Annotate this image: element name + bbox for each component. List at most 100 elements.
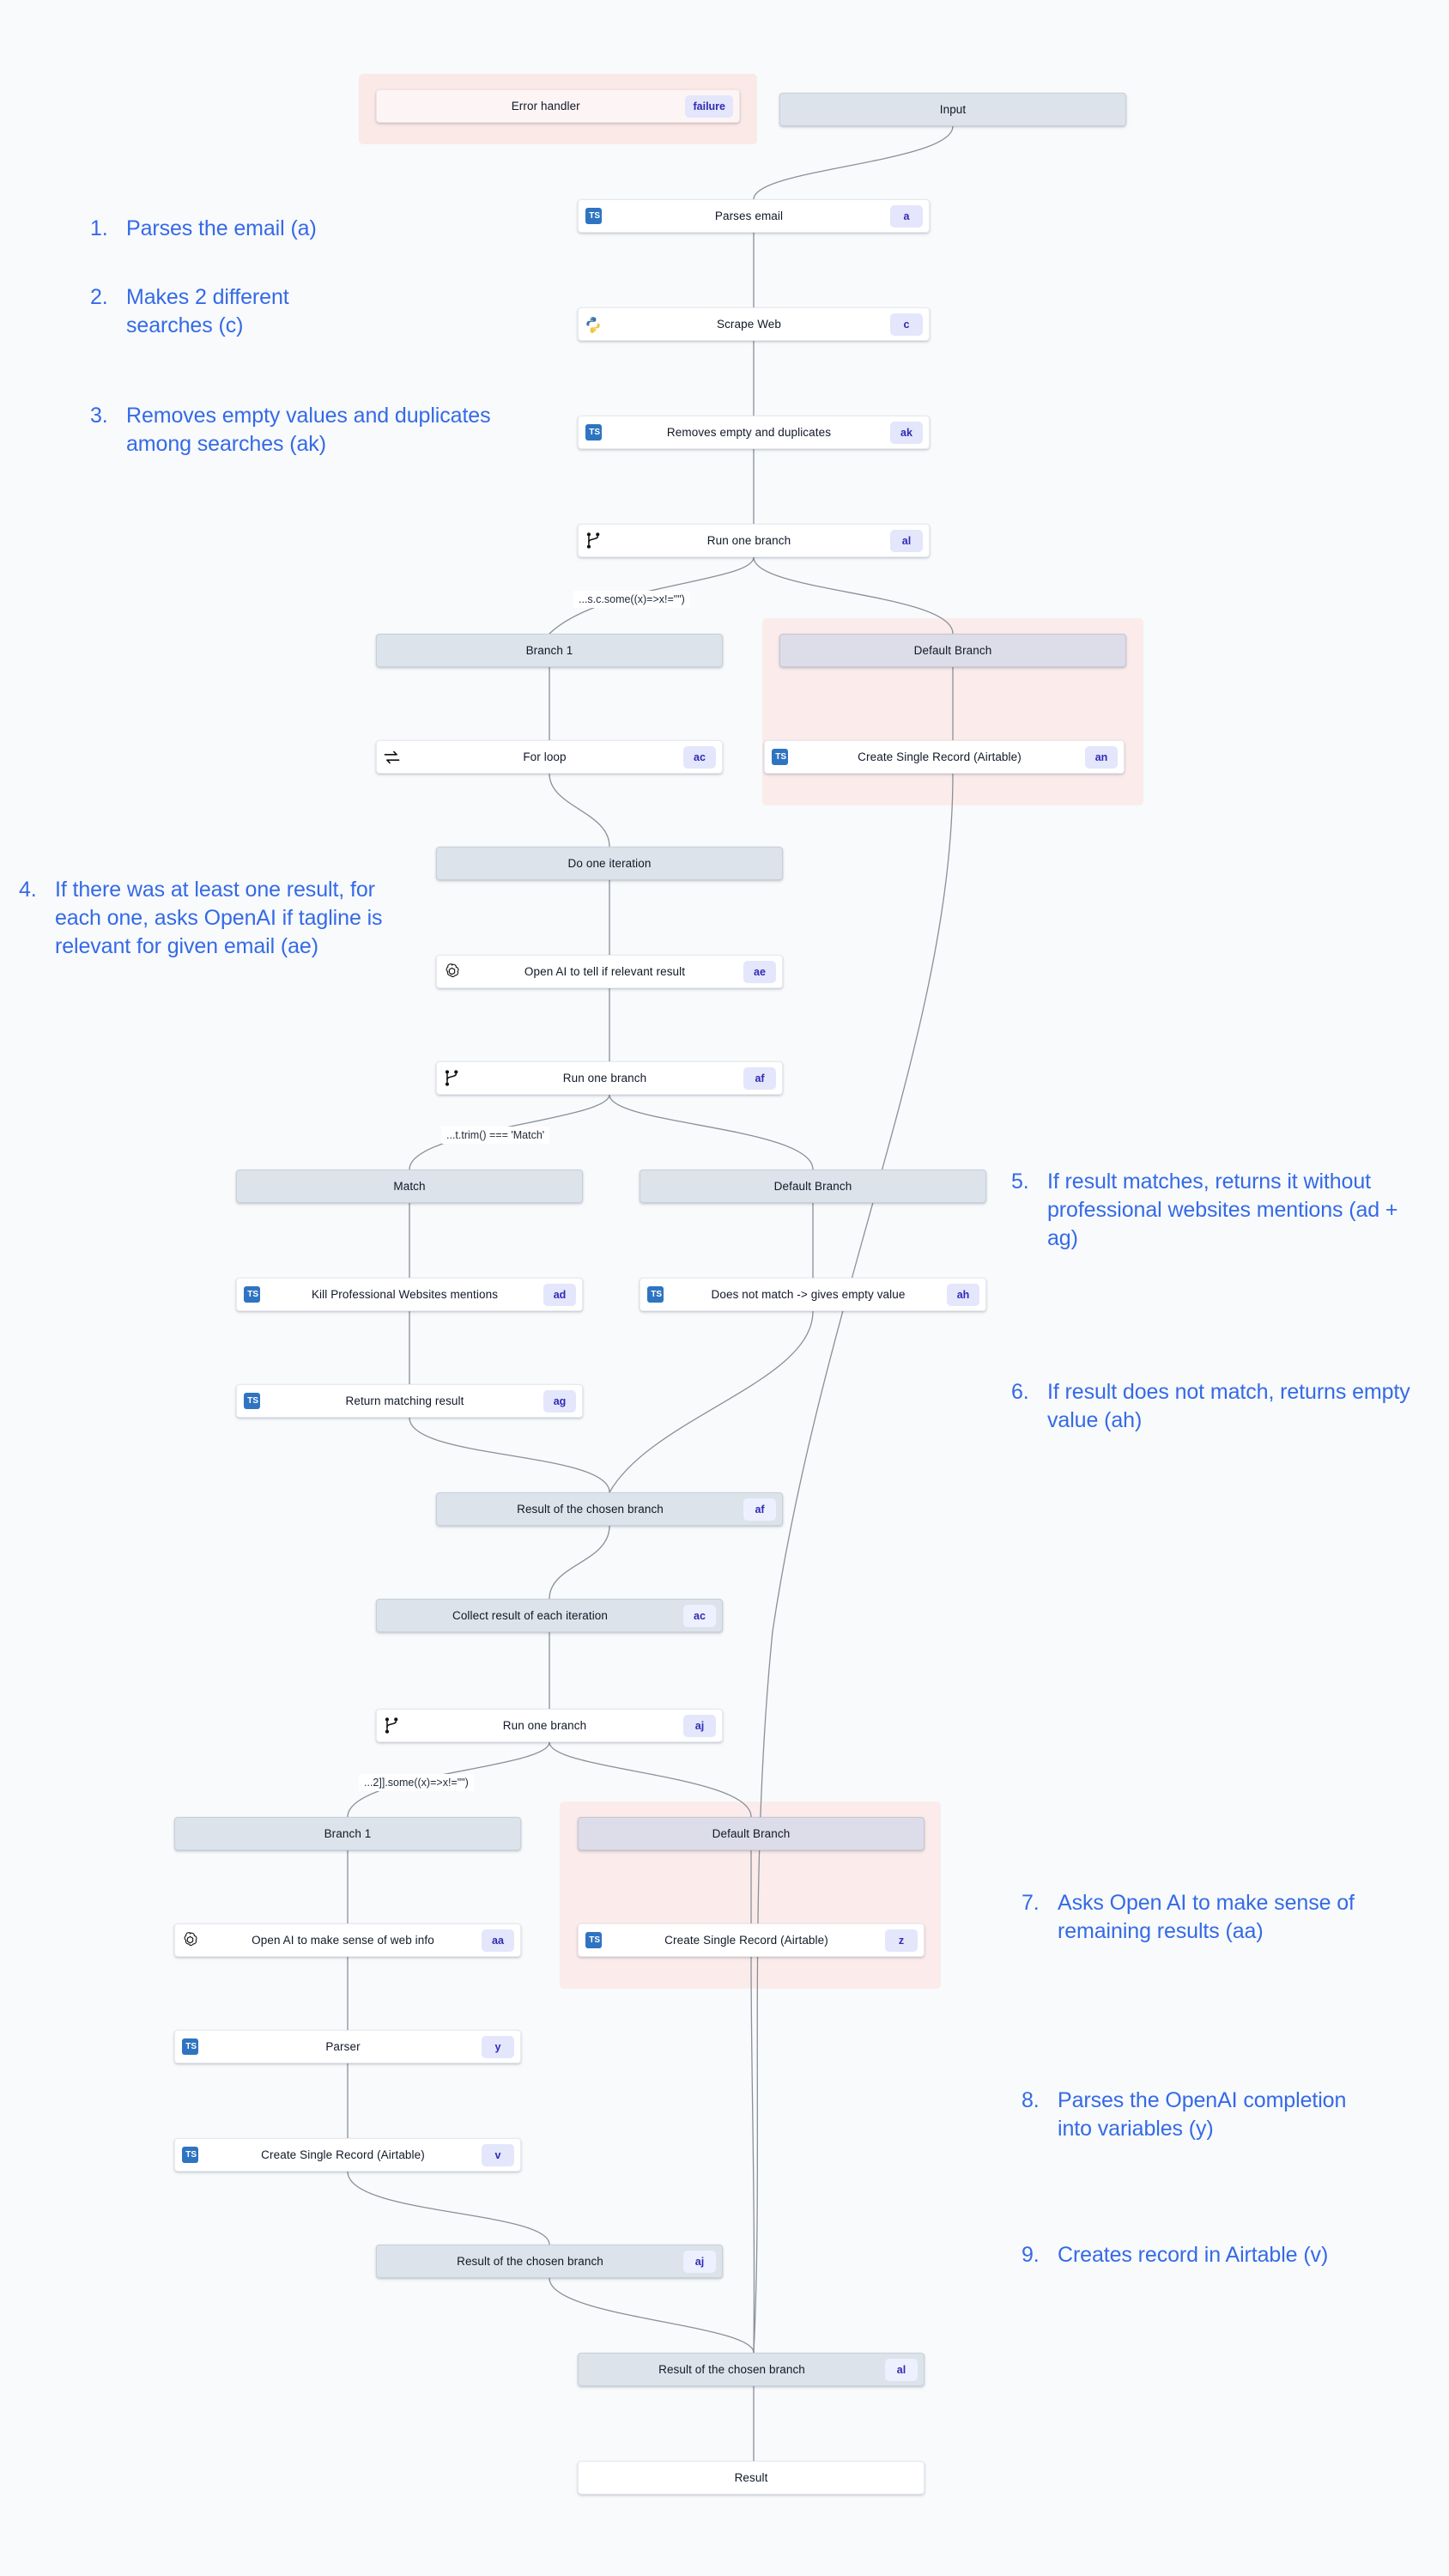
annotation-number: 7.	[1022, 1891, 1040, 1915]
node-badge: af	[743, 1498, 776, 1521]
annotation-text: Asks Open AI to make sense of remaining …	[1058, 1891, 1355, 1943]
node-label: Return matching result	[345, 1394, 464, 1407]
branch-icon	[377, 1716, 406, 1735]
node-label: Removes empty and duplicates	[666, 426, 832, 439]
annotation-1: 1. Parses the email (a)	[90, 215, 451, 243]
typescript-icon: TS	[765, 749, 794, 765]
node-badge: ad	[543, 1283, 576, 1306]
node-label: Scrape Web	[716, 318, 782, 331]
node-result-chosen-branch-aj[interactable]: Result of the chosen branch aj	[376, 2245, 723, 2278]
node-parses-email[interactable]: TS Parses email a	[578, 199, 930, 233]
node-run-one-branch-af[interactable]: Run one branch af	[436, 1061, 783, 1095]
node-badge: ak	[890, 421, 923, 444]
node-default-branch-mid[interactable]: Default Branch	[640, 1170, 986, 1203]
node-badge: y	[482, 2035, 514, 2058]
node-label: Match	[393, 1180, 426, 1193]
annotation-9: 9. Creates record in Airtable (v)	[1022, 2241, 1382, 2269]
edge-condition-aj: ...2]].some((x)=>x!="")	[359, 1774, 474, 1791]
node-label: Create Single Record (Airtable)	[858, 750, 1022, 763]
branch-icon	[437, 1069, 466, 1087]
node-label: Run one branch	[502, 1719, 587, 1732]
annotation-number: 6.	[1011, 1380, 1029, 1404]
openai-icon	[437, 963, 466, 981]
node-badge: aj	[683, 2250, 716, 2273]
node-run-one-branch-al[interactable]: Run one branch al	[578, 524, 930, 557]
python-icon	[579, 316, 608, 333]
node-label: Default Branch	[913, 644, 992, 657]
node-create-single-record-v[interactable]: TS Create Single Record (Airtable) v	[174, 2138, 521, 2172]
node-default-branch-top[interactable]: Default Branch	[779, 634, 1126, 667]
annotation-number: 8.	[1022, 2088, 1040, 2112]
node-badge: aa	[482, 1929, 514, 1952]
node-collect-result-each-iteration[interactable]: Collect result of each iteration ac	[376, 1599, 723, 1632]
node-badge: al	[890, 529, 923, 552]
node-input[interactable]: Input	[779, 93, 1126, 126]
node-badge: af	[743, 1066, 776, 1090]
node-label: Result of the chosen branch	[517, 1503, 664, 1516]
node-badge: ae	[743, 960, 776, 983]
node-do-one-iteration[interactable]: Do one iteration	[436, 847, 783, 880]
annotation-text: Makes 2 different searches (c)	[126, 285, 289, 337]
annotation-3: 3. Removes empty values and duplicates a…	[90, 402, 494, 459]
node-label: Result	[734, 2471, 768, 2484]
node-label: Open AI to tell if relevant result	[524, 965, 686, 978]
typescript-icon: TS	[237, 1393, 266, 1409]
node-label: Create Single Record (Airtable)	[664, 1934, 828, 1947]
annotation-number: 2.	[90, 285, 108, 309]
node-result-chosen-branch-af[interactable]: Result of the chosen branch af	[436, 1492, 783, 1526]
node-openai-relevant-result[interactable]: Open AI to tell if relevant result ae	[436, 955, 783, 988]
node-badge: aj	[683, 1714, 716, 1737]
node-match-branch[interactable]: Match	[236, 1170, 583, 1203]
node-return-matching-result[interactable]: TS Return matching result ag	[236, 1384, 583, 1418]
node-label: Collect result of each iteration	[452, 1609, 609, 1622]
node-label: Run one branch	[562, 1072, 647, 1084]
typescript-icon: TS	[640, 1286, 670, 1303]
annotation-2: 2. Makes 2 different searches (c)	[90, 283, 373, 340]
annotation-number: 3.	[90, 404, 108, 428]
typescript-icon: TS	[579, 1932, 608, 1948]
node-label: Does not match -> gives empty value	[711, 1288, 906, 1301]
node-label: Default Branch	[712, 1827, 791, 1840]
node-label: Parser	[325, 2040, 361, 2053]
node-branch-1-bottom[interactable]: Branch 1	[174, 1817, 521, 1850]
node-create-single-record-an[interactable]: TS Create Single Record (Airtable) an	[764, 740, 1125, 774]
node-scrape-web[interactable]: Scrape Web c	[578, 307, 930, 341]
typescript-icon: TS	[175, 2147, 204, 2163]
node-badge: ag	[543, 1389, 576, 1413]
node-default-branch-bottom[interactable]: Default Branch	[578, 1817, 925, 1850]
node-label: Result of the chosen branch	[658, 2363, 805, 2376]
annotation-text: Removes empty values and duplicates amon…	[126, 404, 491, 456]
node-does-not-match-empty[interactable]: TS Does not match -> gives empty value a…	[640, 1278, 986, 1311]
node-branch-1-top[interactable]: Branch 1	[376, 634, 723, 667]
node-badge: v	[482, 2143, 514, 2166]
node-parser[interactable]: TS Parser y	[174, 2030, 521, 2063]
node-label: Error handler	[511, 100, 580, 112]
node-label: For loop	[523, 750, 567, 763]
annotation-text: If result does not match, returns empty …	[1047, 1380, 1410, 1432]
node-run-one-branch-aj[interactable]: Run one branch aj	[376, 1709, 723, 1742]
node-label: Branch 1	[324, 1827, 372, 1840]
node-badge: al	[885, 2358, 918, 2381]
annotation-text: Parses the OpenAI completion into variab…	[1058, 2088, 1347, 2141]
node-result[interactable]: Result	[578, 2461, 925, 2494]
annotation-8: 8. Parses the OpenAI completion into var…	[1022, 2087, 1382, 2143]
node-openai-make-sense-web-info[interactable]: Open AI to make sense of web info aa	[174, 1923, 521, 1957]
node-result-chosen-branch-al[interactable]: Result of the chosen branch al	[578, 2353, 925, 2386]
annotation-text: Creates record in Airtable (v)	[1058, 2243, 1329, 2267]
node-badge: ac	[683, 1604, 716, 1627]
node-badge: failure	[685, 94, 733, 118]
node-badge: ah	[947, 1283, 979, 1306]
node-label: Do one iteration	[567, 857, 652, 870]
node-badge: a	[890, 204, 923, 228]
node-removes-empty-duplicates[interactable]: TS Removes empty and duplicates ak	[578, 416, 930, 449]
node-for-loop[interactable]: For loop ac	[376, 740, 723, 774]
edge-condition-af: ...t.trim() === 'Match'	[441, 1127, 550, 1144]
node-label: Branch 1	[525, 644, 573, 657]
node-label: Kill Professional Websites mentions	[311, 1288, 499, 1301]
node-kill-professional-mentions[interactable]: TS Kill Professional Websites mentions a…	[236, 1278, 583, 1311]
node-create-single-record-z[interactable]: TS Create Single Record (Airtable) z	[578, 1923, 925, 1957]
typescript-icon: TS	[237, 1286, 266, 1303]
node-error-handler[interactable]: Error handler failure	[376, 89, 740, 123]
loop-icon	[377, 750, 406, 765]
